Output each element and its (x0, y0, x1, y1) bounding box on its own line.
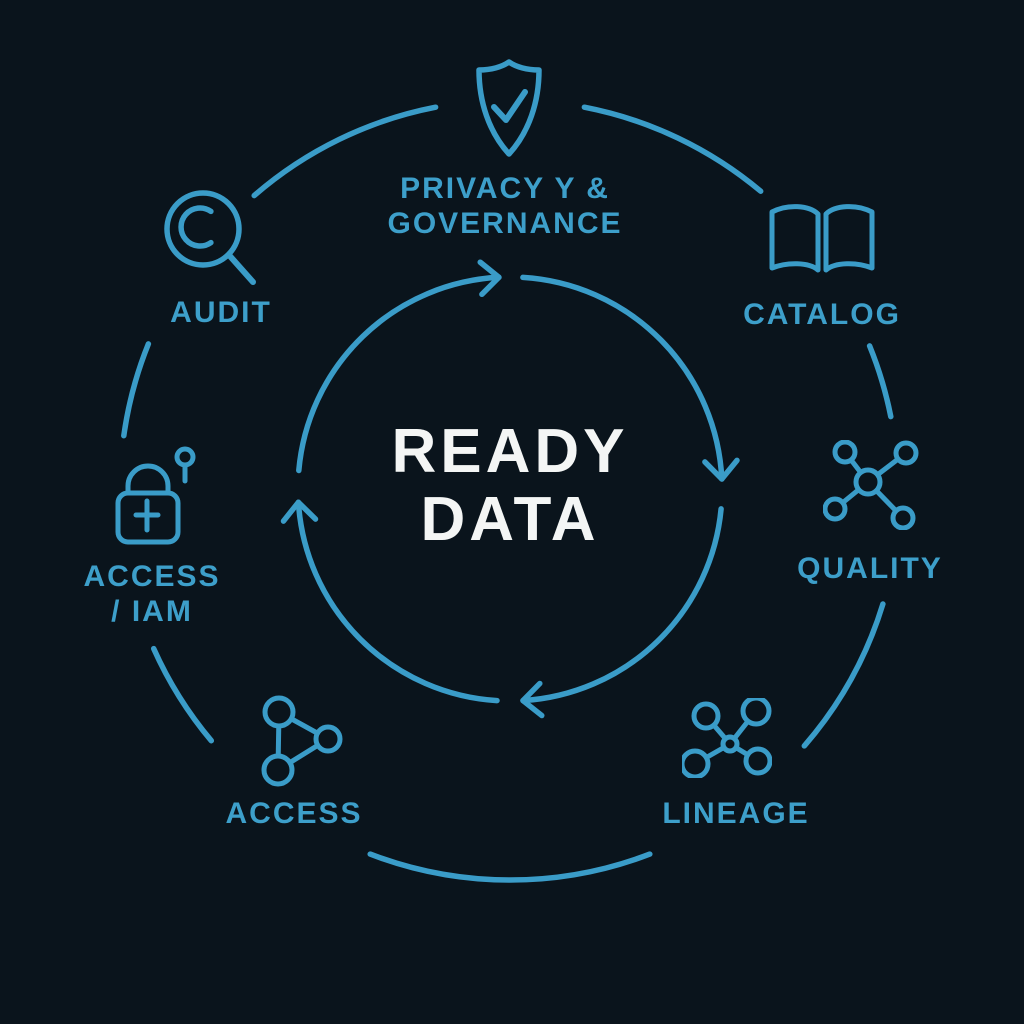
network-triangle-icon (261, 695, 343, 787)
lock-keyhole-cross (133, 498, 161, 533)
access-iam-line2: / IAM (111, 595, 193, 628)
access-iam-label: ACCESS / IAM (52, 559, 252, 629)
magnifier-lens (164, 190, 242, 268)
catalog-label: CATALOG (743, 298, 901, 331)
cycle-arrowhead (280, 499, 319, 524)
lineage-label: LINEAGE (662, 797, 810, 830)
cycle-arrowhead (702, 457, 740, 482)
inner-cycle-arc (520, 274, 725, 482)
network-hub-node (720, 734, 740, 754)
network-node (823, 496, 848, 522)
network-node (832, 440, 858, 465)
cycle-arrowhead (520, 680, 545, 719)
shield-check-icon (476, 59, 542, 157)
network-node (890, 505, 916, 530)
access-iam-line1: ACCESS (83, 560, 221, 593)
letter-c-glyph (178, 205, 214, 249)
network-cross-icon (823, 440, 919, 530)
lock-shackle (125, 463, 171, 496)
center-label: READY DATA (310, 418, 710, 554)
cycle-arrowhead (477, 259, 502, 298)
network-node (743, 746, 772, 776)
center-line1: READY (391, 417, 629, 486)
outer-ring-arc (251, 104, 439, 199)
magnifier-handle (226, 252, 256, 285)
network-node (313, 724, 343, 754)
quality-label: QUALITY (797, 552, 943, 585)
outer-ring-arc (866, 343, 894, 420)
inner-cycle (280, 259, 740, 719)
privacy-label-line2: GOVERNANCE (387, 207, 623, 240)
network-node (262, 695, 296, 729)
outer-ring-arc (801, 601, 886, 749)
inner-cycle-arc (295, 499, 500, 704)
check-mark (491, 89, 528, 123)
book-left-page (769, 204, 821, 273)
network-node (261, 753, 295, 787)
network-branch-icon (682, 698, 772, 778)
outer-ring (121, 104, 894, 883)
outer-ring-arc (367, 851, 653, 883)
center-line2: DATA (420, 485, 600, 554)
book-right-page (823, 204, 875, 273)
privacy-governance-label: PRIVACY Y & GOVERNANCE (355, 171, 655, 241)
access-label: ACCESS (225, 797, 363, 830)
privacy-label-line1: PRIVACY Y & (400, 172, 610, 205)
outer-ring-arc (581, 104, 764, 194)
network-node (682, 748, 711, 778)
network-hub-node (853, 467, 883, 497)
lock-body (115, 490, 181, 545)
shield-outline (476, 59, 542, 157)
inner-cycle-arc (296, 274, 502, 474)
outer-ring-arc (121, 341, 152, 439)
magnifier-c-icon (164, 190, 256, 285)
inner-cycle-arc (520, 506, 724, 704)
network-node (893, 440, 919, 466)
open-book-icon (769, 204, 875, 273)
outer-ring-arc (150, 645, 215, 744)
network-node (691, 701, 721, 731)
network-node (740, 698, 772, 727)
padlock-key-icon (115, 446, 196, 545)
audit-label: AUDIT (170, 296, 272, 329)
